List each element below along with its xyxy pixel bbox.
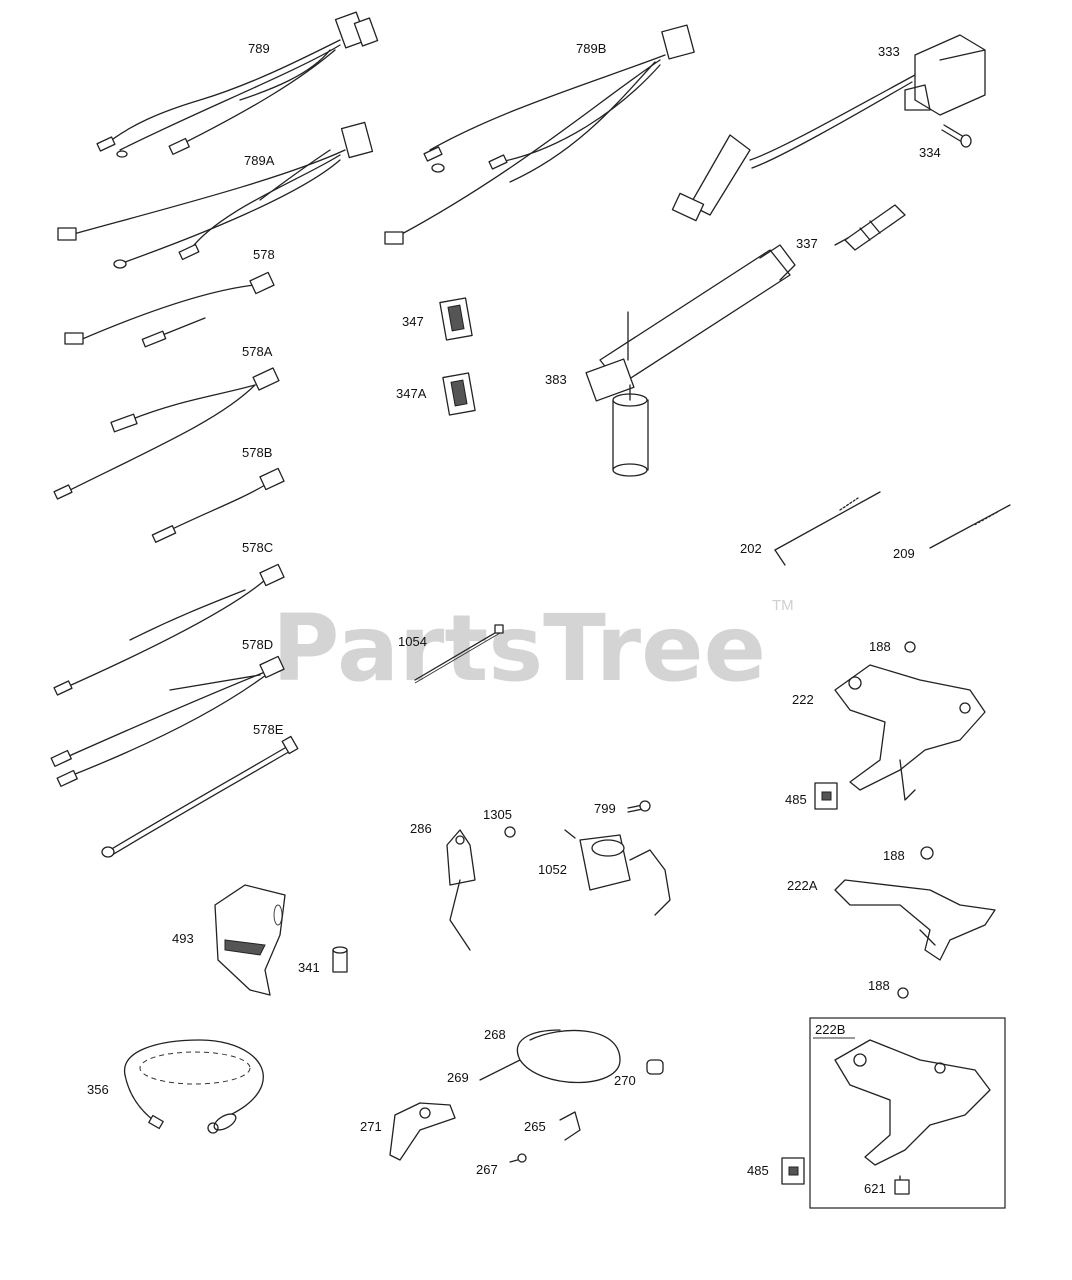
part-270-clip[interactable] — [646, 1059, 664, 1075]
watermark-text: PartsTree — [272, 595, 766, 702]
callout-347[interactable]: 347 — [402, 314, 424, 329]
part-347-switch[interactable] — [439, 297, 473, 341]
part-1052-solenoid[interactable] — [564, 829, 671, 916]
callout-578A[interactable]: 578A — [242, 344, 273, 359]
part-337-spark-plug[interactable] — [834, 204, 906, 251]
callout-493[interactable]: 493 — [172, 931, 194, 946]
part-269-spring[interactable] — [479, 1059, 521, 1081]
part-334-screw[interactable] — [941, 124, 972, 148]
callout-209[interactable]: 209 — [893, 546, 915, 561]
part-789-wire-harness[interactable] — [96, 11, 379, 158]
part-383-starter[interactable] — [585, 244, 796, 477]
callout-789[interactable]: 789 — [248, 41, 270, 56]
part-188-nut-c[interactable] — [897, 987, 909, 999]
part-347A-switch[interactable] — [442, 372, 476, 416]
part-341-spacer[interactable] — [332, 946, 348, 973]
callout-188-c[interactable]: 188 — [868, 978, 890, 993]
part-271-lever[interactable] — [389, 1102, 456, 1161]
callout-578C[interactable]: 578C — [242, 540, 273, 555]
part-1054-cable-tie[interactable] — [414, 624, 504, 684]
callout-485-a[interactable]: 485 — [785, 792, 807, 807]
callout-347A[interactable]: 347A — [396, 386, 427, 401]
part-268-cable[interactable] — [516, 1029, 621, 1084]
callout-270[interactable]: 270 — [614, 1073, 636, 1088]
part-578B-wire[interactable] — [151, 467, 285, 543]
watermark-trademark: TM — [772, 597, 794, 614]
callout-341[interactable]: 341 — [298, 960, 320, 975]
callout-356[interactable]: 356 — [87, 1082, 109, 1097]
callout-578D[interactable]: 578D — [242, 637, 273, 652]
part-789B-wire-harness[interactable] — [384, 24, 695, 245]
callout-1054[interactable]: 1054 — [398, 634, 427, 649]
part-1305-nut[interactable] — [504, 826, 516, 838]
part-799-screw[interactable] — [627, 800, 651, 813]
callout-333[interactable]: 333 — [878, 44, 900, 59]
part-485-block-a[interactable] — [814, 782, 838, 810]
callout-202[interactable]: 202 — [740, 541, 762, 556]
callout-222A[interactable]: 222A — [787, 878, 818, 893]
part-789A-wire-harness[interactable] — [57, 121, 374, 269]
callout-188-b[interactable]: 188 — [883, 848, 905, 863]
callout-286[interactable]: 286 — [410, 821, 432, 836]
part-578A-wire[interactable] — [53, 367, 280, 500]
callout-789A[interactable]: 789A — [244, 153, 275, 168]
part-493-plate[interactable] — [214, 884, 286, 996]
part-578D-wire[interactable] — [50, 655, 285, 787]
callout-383[interactable]: 383 — [545, 372, 567, 387]
callout-1052[interactable]: 1052 — [538, 862, 567, 877]
callout-269[interactable]: 269 — [447, 1070, 469, 1085]
callout-789B[interactable]: 789B — [576, 41, 606, 56]
callout-621[interactable]: 621 — [864, 1181, 886, 1196]
callout-578B[interactable]: 578B — [242, 445, 272, 460]
part-578-wire[interactable] — [64, 271, 275, 348]
part-333-ignition-coil[interactable] — [671, 34, 986, 222]
callout-265[interactable]: 265 — [524, 1119, 546, 1134]
callout-578E[interactable]: 578E — [253, 722, 284, 737]
part-222A-bracket[interactable] — [834, 879, 996, 961]
callout-222B[interactable]: 222B — [815, 1022, 845, 1037]
callout-labels: 789 789A 789B 333 334 337 578 578A 578B … — [87, 41, 941, 1196]
callout-485-b[interactable]: 485 — [747, 1163, 769, 1178]
part-356-wire-loop[interactable] — [124, 1039, 264, 1134]
part-188-nut-a[interactable] — [904, 641, 916, 653]
callout-799[interactable]: 799 — [594, 801, 616, 816]
callout-578[interactable]: 578 — [253, 247, 275, 262]
part-209-spring[interactable] — [929, 504, 1011, 549]
callout-271[interactable]: 271 — [360, 1119, 382, 1134]
part-222-control-bracket[interactable] — [834, 664, 986, 801]
part-222B-bracket-kit[interactable] — [809, 1017, 1006, 1209]
callout-1305[interactable]: 1305 — [483, 807, 512, 822]
callout-267[interactable]: 267 — [476, 1162, 498, 1177]
part-267-screw[interactable] — [509, 1153, 527, 1163]
callout-268[interactable]: 268 — [484, 1027, 506, 1042]
callout-222[interactable]: 222 — [792, 692, 814, 707]
part-265-clip[interactable] — [559, 1111, 581, 1141]
callout-188-a[interactable]: 188 — [869, 639, 891, 654]
part-621-fitting[interactable] — [894, 1175, 910, 1195]
part-188-nut-b[interactable] — [920, 846, 934, 860]
part-485-block-b[interactable] — [781, 1157, 805, 1185]
part-202-rod[interactable] — [774, 491, 881, 566]
callout-334[interactable]: 334 — [919, 145, 941, 160]
part-286-sensor[interactable] — [446, 829, 476, 951]
part-578E-wire[interactable] — [101, 735, 299, 858]
callout-337[interactable]: 337 — [796, 236, 818, 251]
part-578C-wire[interactable] — [53, 563, 285, 696]
